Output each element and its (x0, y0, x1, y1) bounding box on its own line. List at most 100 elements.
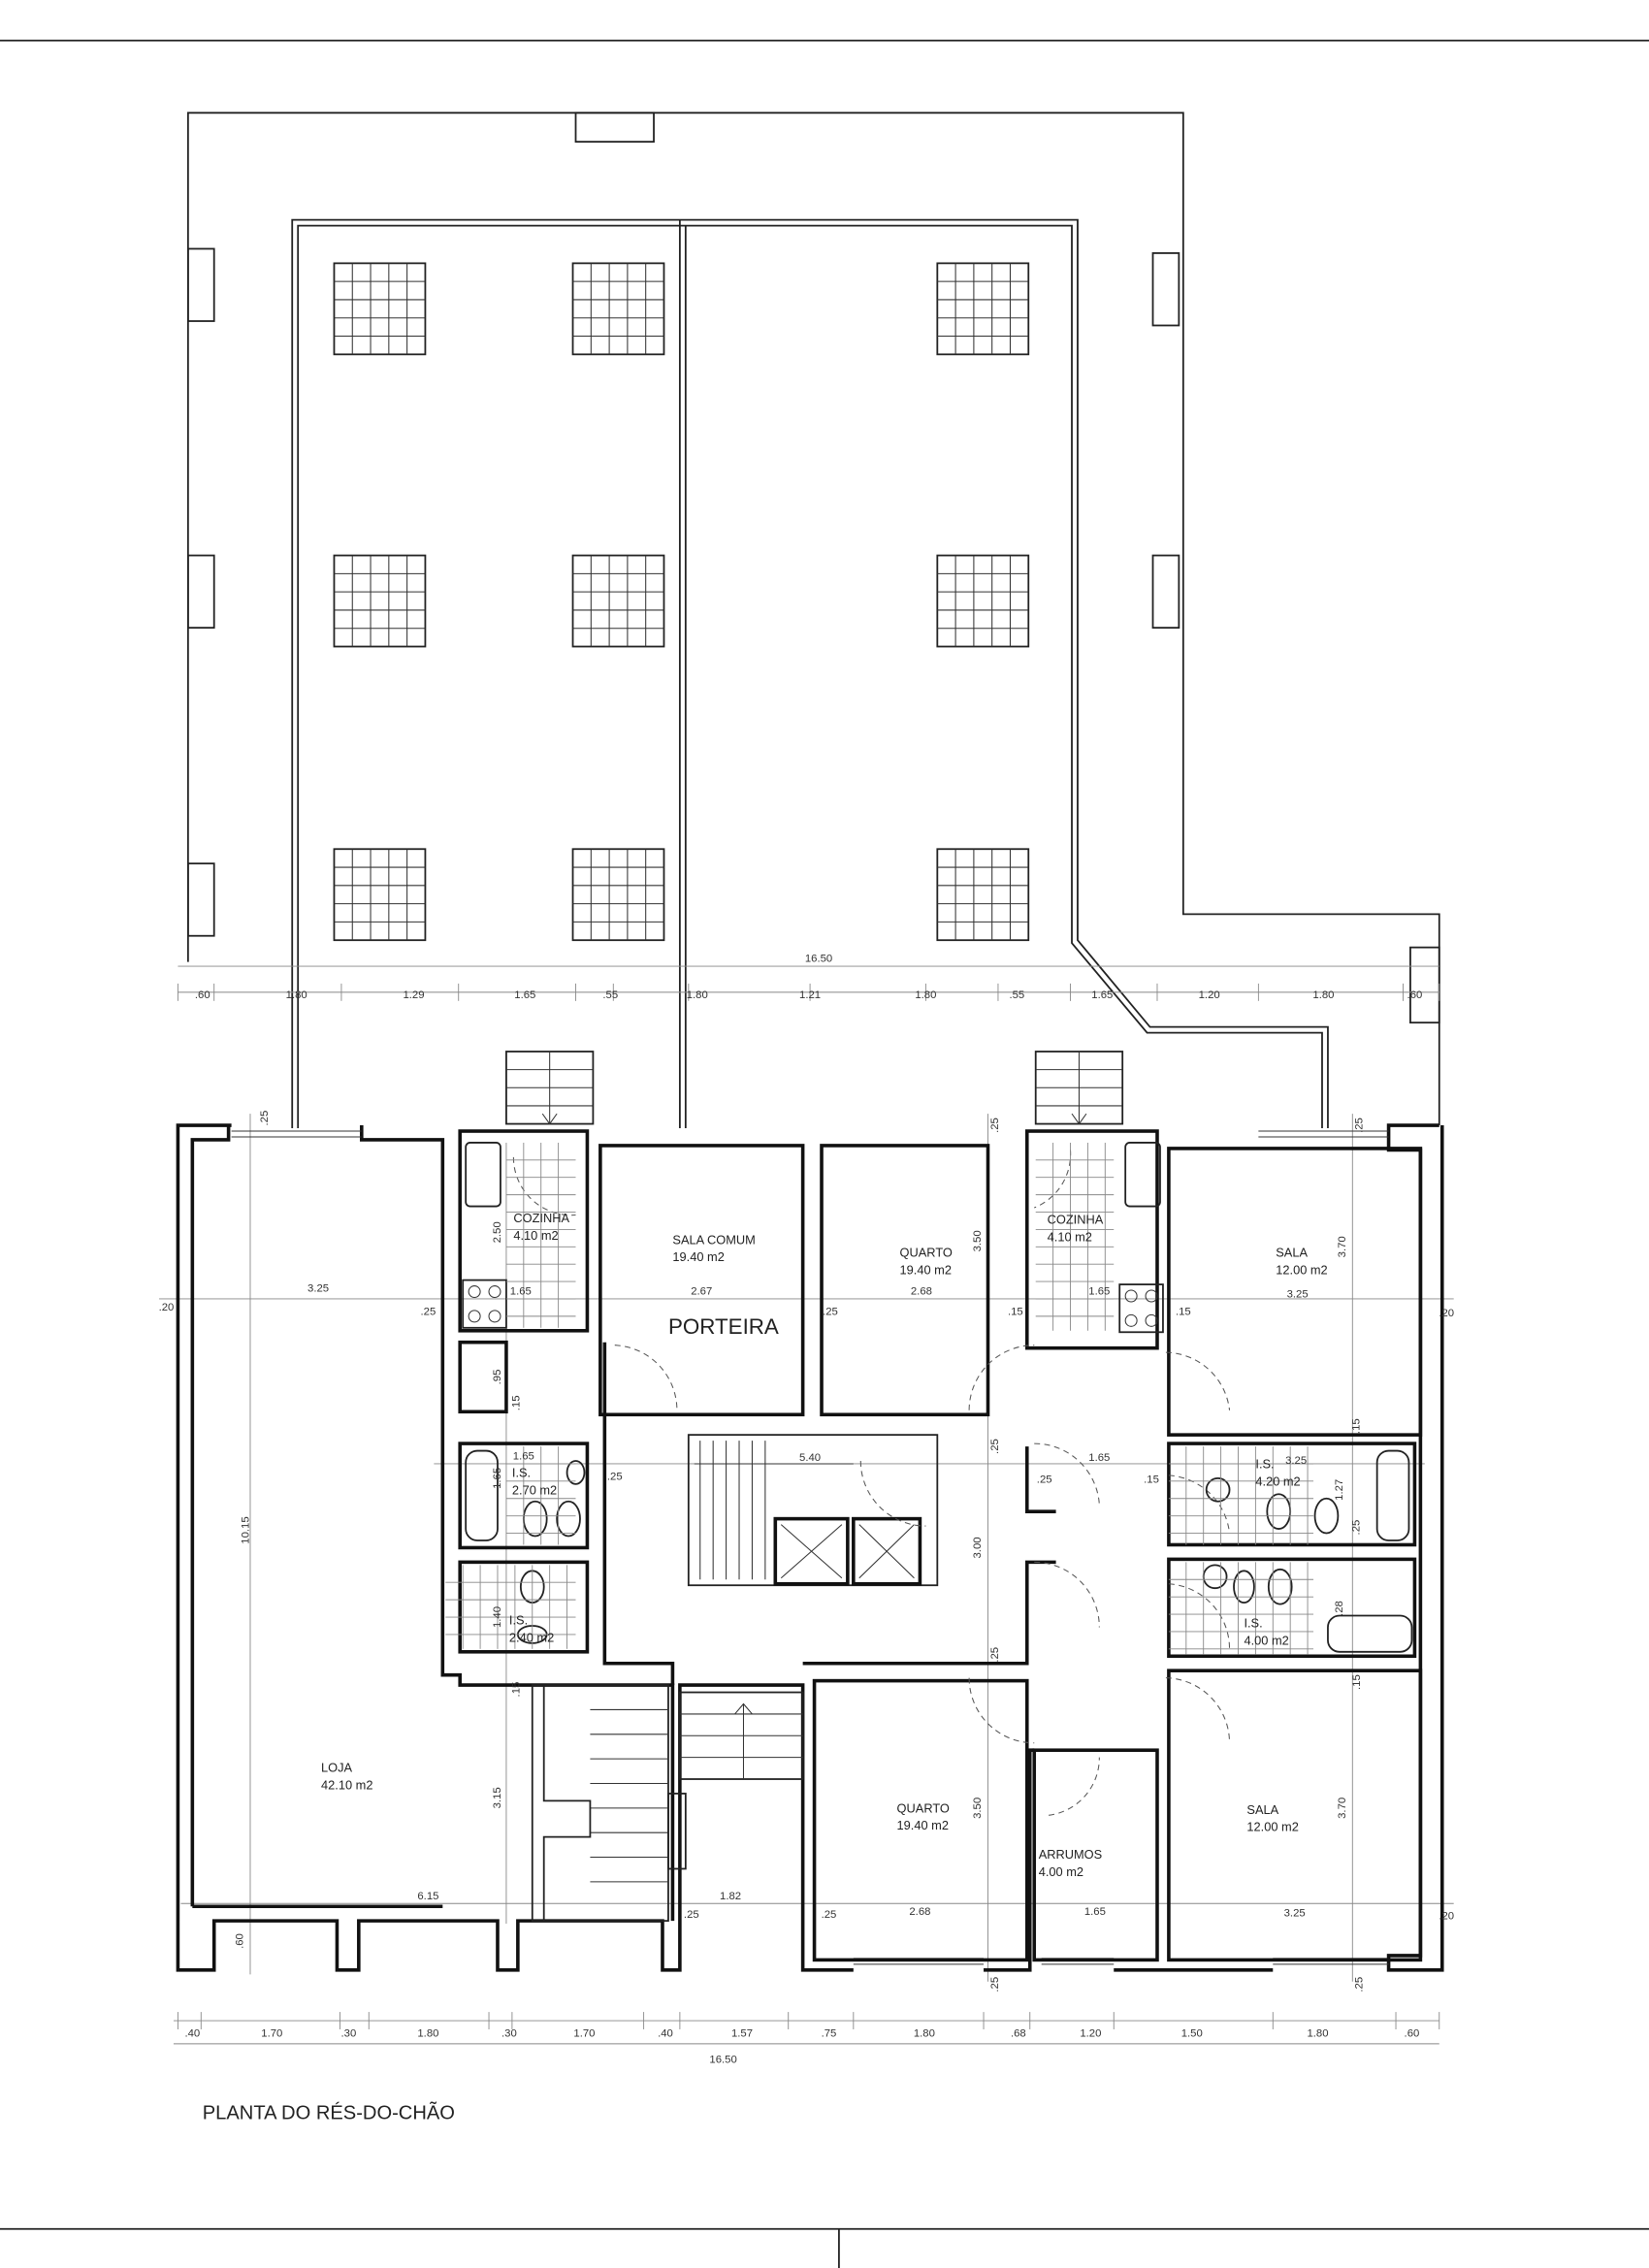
bidet-icon (1313, 1497, 1340, 1535)
room-area: 19.40 m2 (672, 1249, 724, 1264)
room-name: I.S. (509, 1612, 528, 1627)
dimension-bottom: .68 (1011, 2027, 1026, 2039)
dimension-interior: .20 (1439, 1308, 1454, 1319)
dimension-interior: .25 (607, 1471, 623, 1482)
kitchen-right-walls (1024, 1129, 1159, 1350)
bathtub-icon (1375, 1449, 1410, 1541)
dimension-interior: .15 (510, 1395, 522, 1410)
room-label: I.S. 2.70 m2 (512, 1465, 557, 1497)
dimension-interior: 2.50 (492, 1221, 503, 1243)
toilet-icon (522, 1500, 548, 1538)
room-area: 12.00 m2 (1276, 1263, 1327, 1278)
room-area: 2.70 m2 (512, 1482, 557, 1497)
dimension-top: 1.80 (286, 989, 307, 1001)
skylight-grid (936, 262, 1030, 356)
dimension-lines (159, 965, 1454, 2045)
dimension-bottom: .30 (341, 2027, 357, 2039)
skylight-grid (333, 554, 427, 648)
dimension-interior: 2.68 (911, 1286, 932, 1298)
dimension-interior: .25 (823, 1306, 838, 1317)
toilet-icon (1267, 1568, 1293, 1605)
is-left-walls (458, 1442, 590, 1550)
dimension-total-bottom: 16.50 (709, 2054, 736, 2065)
dimension-interior: .25 (989, 1118, 1001, 1133)
walls (176, 1123, 1444, 1972)
room-area: 19.40 m2 (900, 1263, 952, 1278)
dimension-interior: 1.82 (720, 1891, 741, 1902)
room-name: SALA (1276, 1246, 1308, 1260)
dimension-interior: .15 (1008, 1306, 1023, 1317)
dimension-interior: 3.25 (1284, 1908, 1306, 1920)
dimension-interior: .25 (684, 1909, 699, 1921)
dimension-interior: .15 (510, 1682, 522, 1698)
skylight-grid (936, 554, 1030, 648)
dimension-top: 1.65 (514, 989, 535, 1001)
room-label: SALA COMUM 19.40 m2 (672, 1232, 755, 1264)
skylight-grid (571, 554, 665, 648)
page-frame (0, 39, 1649, 2268)
dimension-interior: 5.40 (799, 1452, 821, 1464)
door-swings (512, 1150, 1231, 1816)
dimension-interior: 1.65 (510, 1286, 532, 1298)
room-name: I.S. (512, 1465, 531, 1479)
room-label: COZINHA 4.10 m2 (513, 1211, 569, 1243)
dimension-top: .55 (602, 989, 618, 1001)
kitchen-left-walls (458, 1129, 590, 1333)
washbasin-icon (566, 1460, 586, 1485)
dimension-interior: 2.67 (691, 1286, 712, 1298)
dimension-bottom: 1.70 (573, 2027, 595, 2039)
dimension-interior: .25 (1351, 1520, 1363, 1536)
room-label: I.S.4.00 m2 (1244, 1615, 1288, 1647)
room-label: I.S.4.20 m2 (1255, 1456, 1300, 1488)
dimension-total-top: 16.50 (805, 954, 832, 965)
elevator-left (773, 1516, 850, 1586)
dimension-interior: .25 (989, 1647, 1001, 1663)
skylight-grid (571, 262, 665, 356)
quarto-top-walls (820, 1144, 990, 1417)
room-name: SALA COMUM (672, 1232, 755, 1247)
room-area: 4.10 m2 (1048, 1229, 1092, 1244)
terrace-outline (186, 112, 1440, 1129)
room-name: QUARTO (900, 1246, 953, 1260)
dimension-bottom: 1.50 (1181, 2027, 1203, 2039)
dimension-bottom: 1.20 (1080, 2027, 1101, 2039)
dimension-interior: 3.25 (1285, 1455, 1307, 1467)
room-name: COZINHA (513, 1211, 569, 1225)
room-area: 12.00 m2 (1246, 1820, 1298, 1834)
closet-walls (458, 1340, 508, 1414)
fixtures (445, 1142, 1413, 1655)
dimension-interior: .95 (492, 1370, 503, 1385)
dimension-interior: 1.65 (1084, 1906, 1106, 1918)
dimension-interior: .15 (1351, 1418, 1363, 1434)
dimension-top: .60 (1407, 989, 1423, 1001)
room-label: SALA 12.00 m2 (1276, 1246, 1327, 1278)
room-area: 4.10 m2 (513, 1228, 558, 1243)
stove-icon (1118, 1283, 1164, 1334)
toilet-icon (1266, 1493, 1292, 1530)
dimension-top: 1.80 (1312, 989, 1334, 1001)
sala-bottom-walls (1167, 1669, 1423, 1962)
dimension-interior: .25 (989, 1977, 1001, 1993)
dimension-interior: 3.25 (307, 1283, 329, 1295)
dimension-interior: .20 (159, 1302, 175, 1313)
dimension-interior: .25 (1354, 1118, 1366, 1133)
dimension-bottom: 1.80 (914, 2027, 935, 2039)
is-right-walls (1167, 1442, 1417, 1547)
dimension-top: .60 (195, 989, 210, 1001)
dimension-interior: 3.15 (492, 1787, 503, 1808)
room-area: 4.00 m2 (1039, 1864, 1083, 1879)
dimension-interior: .20 (1439, 1911, 1454, 1923)
dimension-interior: .25 (421, 1306, 436, 1317)
room-name: ARRUMOS (1039, 1847, 1103, 1862)
room-walls (458, 1129, 1423, 1962)
dimension-bottom: .30 (501, 2027, 517, 2039)
dimension-interior: .15 (1351, 1674, 1363, 1690)
stove-icon (462, 1279, 507, 1329)
dimension-interior: 3.50 (972, 1798, 984, 1819)
dimension-interior: .60 (235, 1933, 246, 1949)
porteira-label: PORTEIRA (668, 1314, 779, 1339)
